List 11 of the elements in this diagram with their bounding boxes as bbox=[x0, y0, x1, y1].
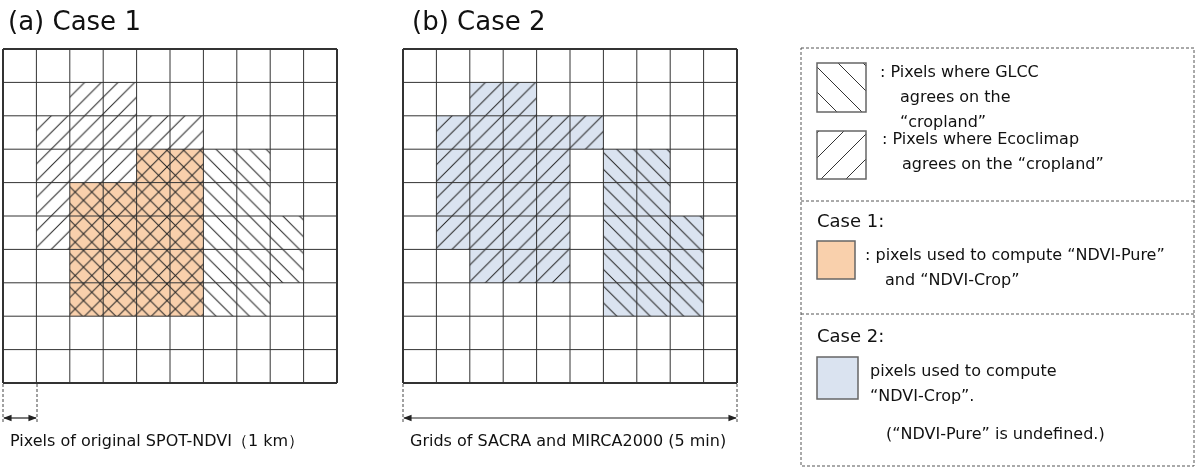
panel-title: (b) Case 2 bbox=[412, 6, 546, 38]
panel-title: (a) Case 1 bbox=[8, 6, 141, 38]
dimension-label: Pixels of original SPOT-NDVI（1 km） bbox=[10, 431, 305, 451]
legend-text: pixels used to compute “NDVI-Crop”. bbox=[870, 360, 1058, 407]
legend-text: : pixels used to compute “NDVI-Pure” and “NDVI-Crop” bbox=[865, 244, 1166, 291]
legend-note: (“NDVI-Pure” is undefined.) bbox=[886, 424, 1105, 444]
legend-text: : Pixels where GLCC agrees on the “cropland” bbox=[880, 61, 1040, 132]
legend-heading: Case 2: bbox=[817, 325, 885, 347]
legend-heading: Case 1: bbox=[817, 210, 885, 232]
dimension-label: Grids of SACRA and MIRCA2000 (5 min) bbox=[410, 431, 727, 451]
legend-text: : Pixels where Ecoclimap agrees on the “cropland” bbox=[882, 129, 1105, 175]
